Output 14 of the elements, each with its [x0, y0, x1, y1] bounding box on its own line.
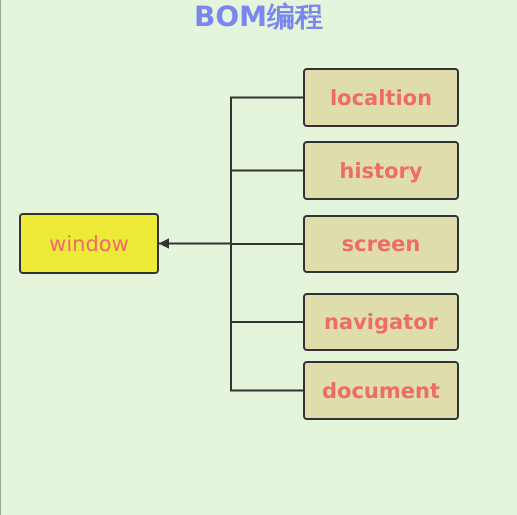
node-label: localtion [330, 86, 432, 110]
child-object-box [303, 215, 459, 273]
diagram-title: BOM编程 [192, 0, 324, 35]
root-object-box [19, 213, 159, 274]
child-object-box [303, 68, 459, 127]
node-label: screen [342, 232, 420, 256]
node-label: navigator [324, 310, 438, 334]
node-label: history [339, 158, 423, 182]
child-object-box [303, 293, 459, 351]
child-object-box [303, 361, 459, 420]
connector-arrow [159, 238, 303, 392]
node-label: document [322, 378, 440, 402]
node-label: window [49, 232, 129, 256]
child-object-box [303, 141, 459, 200]
